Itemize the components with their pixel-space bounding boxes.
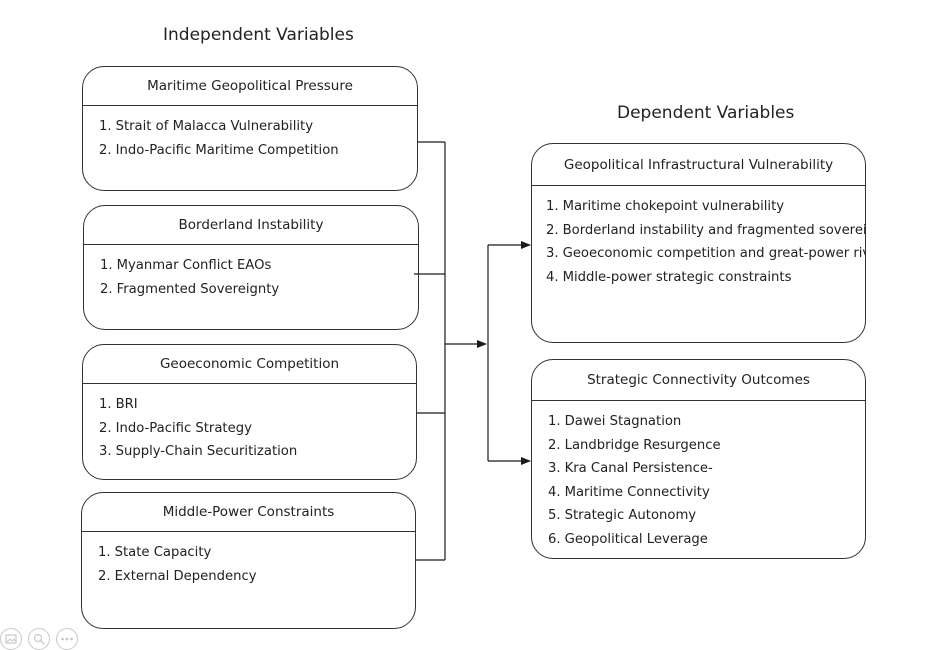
box-item-list: 1.BRI 2.Indo-Pacific Strategy 3.Supply-C… — [83, 384, 416, 464]
list-item: 2.Fragmented Sovereignty — [100, 281, 280, 297]
box-item-list: 1.State Capacity 2.External Dependency — [82, 532, 415, 588]
list-item: 4.Maritime Connectivity — [548, 484, 710, 500]
geopolitical-infrastructural-vulnerability-box: Geopolitical Infrastructural Vulnerabili… — [531, 143, 866, 343]
list-item: 3.Supply-Chain Securitization — [99, 444, 298, 460]
list-item: 1.State Capacity — [98, 545, 212, 560]
box-title: Maritime Geopolitical Pressure — [83, 67, 417, 106]
box-title: Middle-Power Constraints — [82, 493, 415, 532]
list-item: 2.Indo-Pacific Maritime Competition — [99, 142, 339, 158]
maritime-geopolitical-pressure-box: Maritime Geopolitical Pressure 1.Strait … — [82, 66, 418, 191]
list-item: 2.Borderland instability and fragmented … — [546, 222, 866, 238]
box-title: Geopolitical Infrastructural Vulnerabili… — [532, 144, 865, 186]
more-icon[interactable] — [56, 628, 78, 650]
list-item: 1.Dawei Stagnation — [548, 414, 682, 429]
geoeconomic-competition-box: Geoeconomic Competition 1.BRI 2.Indo-Pac… — [82, 344, 417, 480]
list-item: 2.Indo-Pacific Strategy — [99, 420, 252, 436]
list-item: 2.Landbridge Resurgence — [548, 437, 721, 453]
list-item: 3.Geoeconomic competition and great-powe… — [546, 246, 866, 262]
list-item: 2.External Dependency — [98, 568, 257, 584]
box-item-list: 1.Maritime chokepoint vulnerability 2.Bo… — [532, 186, 865, 289]
box-item-list: 1.Myanmar Conflict EAOs 2.Fragmented Sov… — [84, 245, 418, 301]
list-item: 1.Strait of Malacca Vulnerability — [99, 119, 314, 134]
borderland-instability-box: Borderland Instability 1.Myanmar Conflic… — [83, 205, 419, 330]
picture-icon[interactable] — [0, 628, 22, 650]
strategic-connectivity-outcomes-box: Strategic Connectivity Outcomes 1.Dawei … — [531, 359, 866, 559]
box-title: Strategic Connectivity Outcomes — [532, 360, 865, 401]
list-item: 1.BRI — [99, 397, 138, 412]
box-item-list: 1.Dawei Stagnation 2.Landbridge Resurgen… — [532, 401, 865, 552]
list-item: 1.Myanmar Conflict EAOs — [100, 258, 272, 273]
list-item: 1.Maritime chokepoint vulnerability — [546, 199, 785, 214]
dependent-variables-heading: Dependent Variables — [617, 103, 795, 123]
zoom-icon[interactable] — [28, 628, 50, 650]
middle-power-constraints-box: Middle-Power Constraints 1.State Capacit… — [81, 492, 416, 629]
box-title: Geoeconomic Competition — [83, 345, 416, 384]
list-item: 6.Geopolitical Leverage — [548, 531, 708, 547]
independent-variables-heading: Independent Variables — [163, 25, 354, 45]
box-item-list: 1.Strait of Malacca Vulnerability 2.Indo… — [83, 106, 417, 162]
list-item: 3.Kra Canal Persistence- — [548, 461, 713, 477]
list-item: 5.Strategic Autonomy — [548, 508, 697, 524]
list-item: 4.Middle-power strategic constraints — [546, 269, 792, 285]
box-title: Borderland Instability — [84, 206, 418, 245]
viewer-toolbar — [0, 628, 78, 650]
